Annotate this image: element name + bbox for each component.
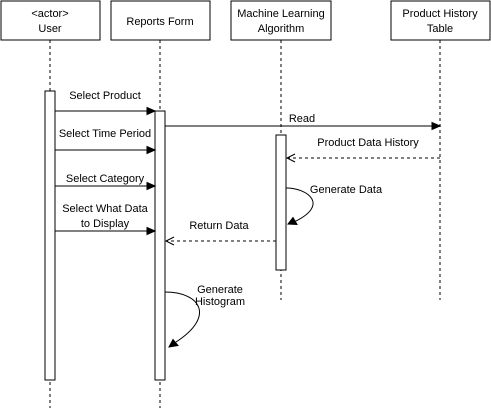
arrowhead-select-category	[146, 181, 157, 191]
arrowhead-select-what-data	[146, 226, 157, 236]
message-select-what-data: Select What Data to Display	[55, 203, 157, 236]
message-read-label: Read	[289, 113, 315, 125]
message-select-time-period: Select Time Period	[55, 128, 157, 155]
participant-product-history: Product History Table	[390, 0, 491, 41]
arrowhead-select-product	[146, 106, 157, 116]
participant-product-history-label-line1: Product History	[402, 8, 478, 20]
participant-product-history-label-line2: Table	[427, 23, 453, 35]
message-select-time-period-label: Select Time Period	[59, 128, 151, 140]
activation-user	[44, 90, 56, 381]
message-generate-data: Generate Data	[285, 184, 383, 226]
participant-ml-algorithm-label-line2: Algorithm	[258, 23, 304, 35]
participant-user-label-line1: <actor>	[31, 8, 68, 20]
arrowhead-return-data	[164, 236, 175, 246]
message-generate-histogram-label-line2: Histogram	[195, 296, 245, 308]
message-generate-histogram-label-line1: Generate	[197, 284, 243, 296]
activation-reports-form	[154, 110, 166, 381]
arrowhead-read	[431, 121, 442, 131]
message-select-category-label: Select Category	[66, 173, 145, 185]
message-select-product-label: Select Product	[69, 90, 141, 102]
activation-ml-algorithm	[275, 134, 287, 271]
message-select-product: Select Product	[55, 90, 157, 116]
participant-user: <actor> User	[0, 0, 101, 41]
message-select-category: Select Category	[55, 173, 157, 191]
message-read: Read	[165, 113, 442, 131]
participant-ml-algorithm: Machine Learning Algorithm	[230, 0, 332, 41]
arrowhead-select-time-period	[146, 145, 157, 155]
message-product-data-history: Product Data History	[285, 137, 440, 163]
message-select-what-data-label-line1: Select What Data	[62, 203, 148, 215]
participant-reports-form-label: Reports Form	[126, 16, 193, 28]
arrowhead-generate-histogram	[168, 338, 179, 348]
message-select-what-data-label-line2: to Display	[81, 218, 130, 230]
message-product-data-history-label: Product Data History	[317, 137, 419, 149]
arrowhead-generate-data	[287, 216, 298, 226]
arrowhead-product-data-history	[285, 153, 296, 163]
message-generate-data-label: Generate Data	[310, 184, 383, 196]
participant-ml-algorithm-label-line1: Machine Learning	[237, 8, 324, 20]
participant-user-label-line2: User	[38, 23, 62, 35]
message-return-data: Return Data	[164, 220, 276, 246]
participant-reports-form: Reports Form	[110, 0, 211, 41]
message-generate-histogram: Generate Histogram	[164, 284, 245, 348]
message-return-data-label: Return Data	[189, 220, 249, 232]
